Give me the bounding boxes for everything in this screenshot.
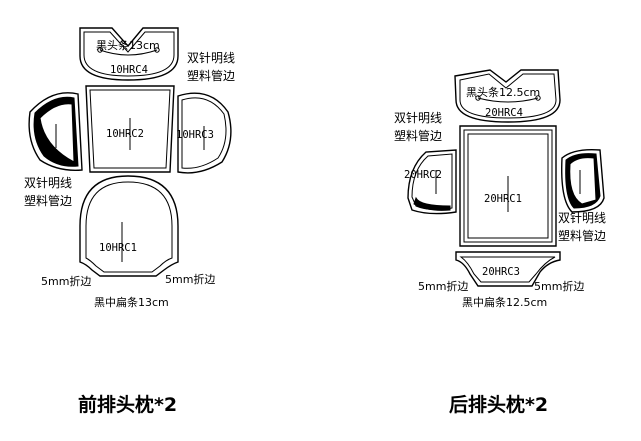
rear-side-code: 20HRC2 [404,169,442,181]
rear-note-right-line2: 塑料管边 [558,228,606,243]
rear-note-top-line2: 塑料管边 [394,128,442,143]
piece-front-left-side [28,92,83,171]
rear-note-top-line1: 双针明线 [394,110,442,125]
front-note-left-line2: 塑料管边 [24,193,72,208]
rear-fold-right: 5mm折边 [534,279,584,293]
rear-note-right-line1: 双针明线 [558,210,606,225]
piece-20hrc1: 20HRC1 [459,125,557,247]
front-fold-right: 5mm折边 [165,272,215,286]
rear-fold-left: 5mm折边 [418,279,468,293]
front-note-right-line2: 塑料管边 [187,68,235,83]
piece-10hrc1: 10HRC1 [79,175,179,277]
piece-20hrc2: 20HRC2 [404,149,457,215]
rear-top-strip-code: 20HRC4 [485,107,523,119]
front-center-code: 10HRC2 [106,128,144,140]
rear-bottom-code: 20HRC3 [482,266,520,278]
piece-20hrc4: 黑头条12.5cm 20HRC4 [454,69,561,123]
front-fold-left: 5mm折边 [41,274,91,288]
piece-20hrc3: 20HRC3 [455,251,561,287]
piece-10hrc4: 黑头条13cm 10HRC4 [79,27,179,81]
front-headrest-group: 黑头条13cm 10HRC4 10HRC2 10HRC3 [24,27,235,416]
rear-top-strip-label: 黑头条12.5cm [466,85,540,99]
rear-bottom-strip-label: 黑中扁条12.5cm [462,295,547,309]
rear-center-code: 20HRC1 [484,193,522,205]
piece-10hrc3: 10HRC3 [176,92,232,174]
front-bottom-strip-label: 黑中扁条13cm [94,295,169,309]
front-side-code: 10HRC3 [176,129,214,141]
front-top-strip-label: 黑头条13cm [96,38,160,52]
piece-rear-right-side [561,148,605,213]
front-note-left-line1: 双针明线 [24,175,72,190]
front-caption: 前排头枕*2 [78,393,177,416]
front-bottom-code: 10HRC1 [99,242,137,254]
rear-caption: 后排头枕*2 [449,393,548,416]
front-top-strip-code: 10HRC4 [110,64,148,76]
rear-headrest-group: 黑头条12.5cm 20HRC4 20HRC1 20HRC2 [394,69,606,416]
front-note-right-line1: 双针明线 [187,50,235,65]
piece-10hrc2: 10HRC2 [85,85,175,173]
